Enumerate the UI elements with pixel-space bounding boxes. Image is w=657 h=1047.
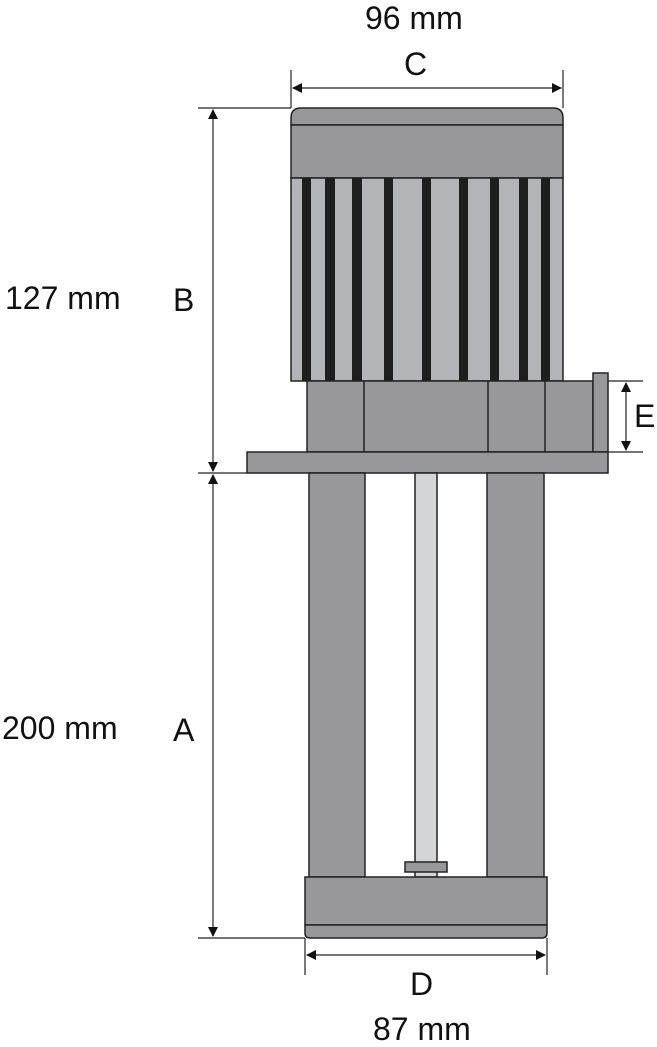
dimension-c-line <box>290 70 564 108</box>
dimension-b-letter: B <box>173 282 195 318</box>
mounting-flange <box>246 451 609 474</box>
dimension-c-letter: C <box>404 46 428 82</box>
dimension-a-line <box>198 474 305 939</box>
dimension-b-line <box>198 107 291 474</box>
dimension-d-letter: D <box>410 966 434 1002</box>
right-leg <box>486 472 545 878</box>
motor-base <box>306 372 609 453</box>
pump-shaft <box>414 472 438 878</box>
pump-housing <box>304 876 548 939</box>
dimension-e-line <box>608 380 643 453</box>
dimension-b-value: 127 mm <box>5 280 121 316</box>
dimension-d-line <box>304 938 548 975</box>
dimension-d-value: 87 mm <box>373 1011 471 1047</box>
dimension-c-value: 96 mm <box>365 0 463 36</box>
left-leg <box>308 472 366 878</box>
dimension-a-value: 200 mm <box>2 710 118 746</box>
shaft-collar <box>404 861 448 873</box>
dimension-e-letter: E <box>634 398 656 434</box>
motor-cap <box>290 107 564 179</box>
dimension-a-letter: A <box>173 712 195 748</box>
motor-fins <box>290 177 564 382</box>
